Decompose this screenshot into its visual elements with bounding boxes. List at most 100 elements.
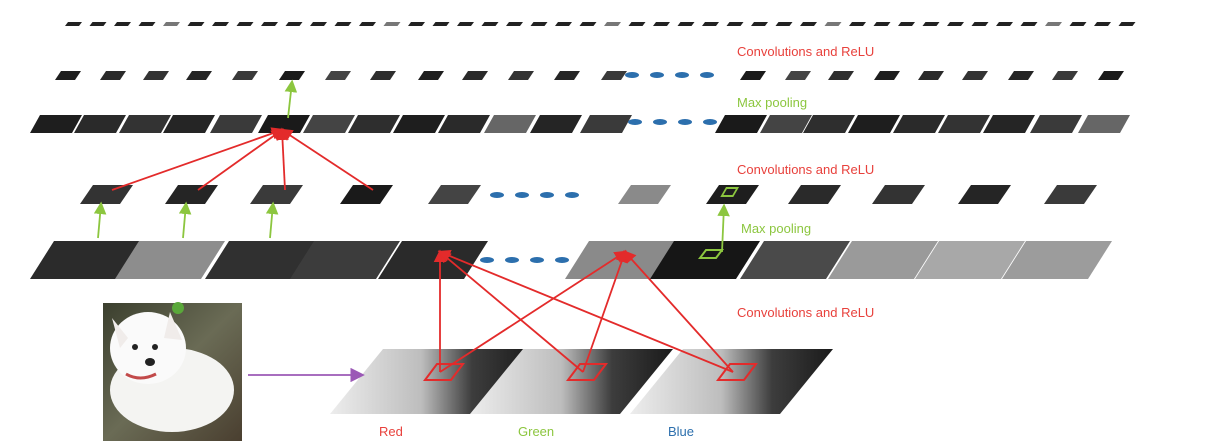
pool2-feature-map (715, 115, 767, 133)
top-feature-map (726, 22, 744, 26)
pool-window-highlight-small (720, 187, 740, 197)
label-conv-relu-mid: Convolutions and ReLU (737, 162, 874, 177)
receptive-field-window (423, 363, 465, 381)
conv3-feature-map (918, 71, 944, 80)
top-feature-map (187, 22, 205, 26)
ellipsis-dot (700, 72, 714, 78)
label-max-pool-mid: Max pooling (741, 221, 811, 236)
pool2-feature-map (530, 115, 582, 133)
pool2-feature-map (348, 115, 400, 133)
top-feature-map (310, 22, 327, 26)
pool2-feature-map (303, 115, 355, 133)
conv3-feature-map (962, 71, 988, 80)
conv3-feature-map (554, 71, 580, 80)
conv2-feature-map (250, 185, 303, 204)
ellipsis-dot (480, 257, 494, 263)
top-feature-map (653, 22, 670, 26)
top-feature-map (1069, 22, 1087, 26)
label-channel-blue: Blue (668, 424, 694, 439)
label-max-pool-top: Max pooling (737, 95, 807, 110)
top-feature-map (138, 22, 156, 26)
conv3-feature-map (232, 71, 258, 80)
top-feature-map (1020, 22, 1038, 26)
top-feature-map (677, 22, 695, 26)
conv3-feature-map (462, 71, 488, 80)
top-feature-map (1045, 22, 1062, 26)
ellipsis-dot (650, 72, 664, 78)
top-feature-map (506, 22, 523, 26)
conv2-feature-map (1044, 185, 1097, 204)
top-feature-map (751, 22, 768, 26)
top-feature-map (604, 22, 621, 26)
top-feature-map (824, 22, 842, 26)
conv3-feature-map (508, 71, 534, 80)
conv-arrow (279, 128, 374, 191)
conv2-feature-map (340, 185, 393, 204)
top-feature-map (457, 22, 474, 26)
conv3-feature-map (601, 71, 627, 80)
top-feature-map (359, 22, 376, 26)
pool2-feature-map (119, 115, 171, 133)
ellipsis-dot (675, 72, 689, 78)
conv3-feature-map (1098, 71, 1124, 80)
top-feature-map (481, 22, 499, 26)
pool2-feature-map (580, 115, 632, 133)
top-feature-map (922, 22, 940, 26)
input-channel-red (330, 349, 533, 414)
top-feature-map (1094, 22, 1111, 26)
ellipsis-dot (703, 119, 717, 125)
ellipsis-dot (628, 119, 642, 125)
conv2-feature-map (958, 185, 1011, 204)
receptive-field-window (566, 363, 608, 381)
label-channel-green: Green (518, 424, 554, 439)
top-feature-map (702, 22, 719, 26)
conv2-feature-map (872, 185, 925, 204)
ellipsis-dot (678, 119, 692, 125)
conv1-feature-map (650, 241, 760, 279)
layer-input-channels (330, 349, 833, 414)
conv-arrow (438, 250, 584, 373)
conv-arrow (276, 127, 289, 191)
conv3-feature-map (1052, 71, 1078, 80)
conv1-feature-map (828, 241, 938, 279)
conv3-feature-map (785, 71, 811, 80)
pool2-feature-map (983, 115, 1035, 133)
top-feature-map (579, 22, 597, 26)
input-channel-green (470, 349, 673, 414)
pool2-feature-map (1078, 115, 1130, 133)
top-feature-map (996, 22, 1013, 26)
conv-arrow (437, 249, 734, 373)
conv1-feature-map (290, 241, 400, 279)
pooling-arrow (265, 201, 279, 239)
conv2-feature-map (788, 185, 841, 204)
label-channel-red: Red (379, 424, 403, 439)
conv3-feature-map (55, 71, 81, 80)
top-feature-map (555, 22, 572, 26)
input-photo (103, 302, 242, 441)
conv2-feature-map (428, 185, 481, 204)
top-feature-map (65, 22, 82, 26)
pooling-arrow (284, 79, 298, 119)
pool2-feature-map (760, 115, 812, 133)
top-feature-map (530, 22, 548, 26)
top-feature-map (775, 22, 793, 26)
top-feature-map (971, 22, 989, 26)
conv-arrow (197, 128, 285, 191)
pooling-arrow (178, 201, 192, 239)
top-feature-map (163, 22, 180, 26)
ellipsis-dot (555, 257, 569, 263)
pool2-feature-map (938, 115, 990, 133)
pool2-feature-map (210, 115, 262, 133)
top-feature-map (89, 22, 107, 26)
conv2-feature-map (706, 185, 759, 204)
receptive-field-window (716, 363, 758, 381)
top-feature-map (947, 22, 964, 26)
pooling-arrow (93, 201, 107, 239)
pool2-feature-map (438, 115, 490, 133)
conv1-feature-map (115, 241, 225, 279)
connection-arrows (93, 79, 734, 383)
top-feature-map (212, 22, 229, 26)
conv2-feature-map (165, 185, 218, 204)
layer-conv1-feature-maps (30, 241, 1112, 279)
